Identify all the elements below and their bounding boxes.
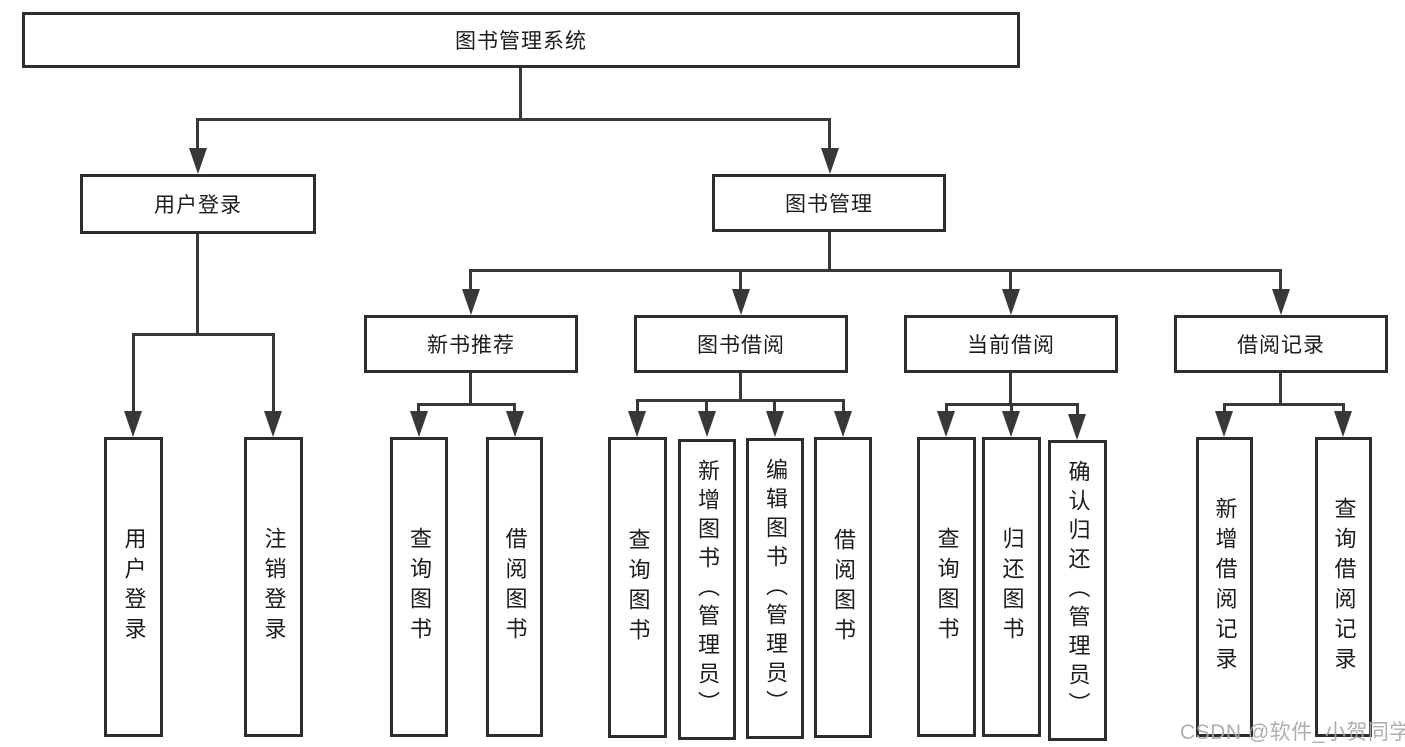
connector-root-stem: [519, 68, 522, 121]
leaf-cb-query-books-label: 查询图书: [934, 527, 960, 647]
arrow-to-borrow: [732, 289, 750, 315]
connector-nb-query-stem: [417, 403, 420, 415]
node-borrow-records-label: 借阅记录: [1237, 334, 1325, 357]
connector-cb-query-stem: [945, 403, 948, 415]
connector-br-add-stem: [1223, 403, 1226, 415]
connector-level2-rail: [196, 118, 831, 121]
leaf-cb-return-books-label: 归还图书: [999, 527, 1025, 647]
connector-borrow-down: [739, 373, 742, 402]
arrow-to-book-mgmt: [821, 148, 839, 174]
connector-user-login-down: [196, 234, 199, 336]
node-root-system: 图书管理系统: [22, 12, 1020, 68]
leaf-bb-edit-books-admin: 编辑图书（管理员）: [746, 438, 804, 739]
connector-records-rail: [1223, 403, 1344, 406]
leaf-cb-confirm-return-admin-label: 确认归还（管理员）: [1065, 460, 1091, 721]
leaf-bb-query-books-label: 查询图书: [625, 527, 651, 648]
leaf-br-query-record: 查询借阅记录: [1315, 437, 1372, 737]
connector-book-mgmt-down: [828, 232, 831, 272]
node-new-book-recommend: 新书推荐: [364, 315, 578, 373]
arrow-to-bb-borrow: [834, 411, 852, 437]
connector-leaf-user-login-stem: [132, 333, 135, 413]
leaf-cb-return-books: 归还图书: [982, 437, 1041, 737]
node-book-management-label: 图书管理: [785, 193, 873, 216]
leaf-logout-label: 注销登录: [261, 527, 287, 647]
arrow-to-leaf-logout: [264, 411, 282, 437]
connector-user-login-rail: [132, 333, 275, 336]
connector-bb-query-stem: [636, 399, 639, 413]
arrow-to-br-add: [1215, 411, 1233, 437]
connector-cb-confirm-stem: [1076, 403, 1079, 417]
leaf-br-query-record-label: 查询借阅记录: [1331, 497, 1357, 677]
connector-records-stem: [1279, 269, 1282, 295]
leaf-user-login: 用户登录: [104, 437, 163, 737]
arrow-to-user-login: [189, 148, 207, 174]
connector-current-stem: [1009, 269, 1012, 295]
arrow-to-cb-query: [937, 411, 955, 437]
leaf-cb-query-books: 查询图书: [917, 437, 976, 737]
arrow-to-br-query: [1334, 411, 1352, 437]
connector-book-mgmt-stem: [828, 118, 831, 152]
connector-current-down: [1009, 373, 1012, 406]
leaf-logout: 注销登录: [244, 437, 303, 737]
leaf-user-login-label: 用户登录: [121, 527, 147, 647]
connector-leaf-logout-stem: [272, 333, 275, 413]
node-user-login-label: 用户登录: [154, 194, 242, 217]
connector-cb-return-stem: [1010, 403, 1013, 415]
connector-bb-edit-stem: [773, 399, 776, 413]
node-current-borrow: 当前借阅: [904, 315, 1118, 373]
node-book-borrow: 图书借阅: [634, 315, 848, 373]
connector-bb-borrow-stem: [842, 399, 845, 413]
leaf-bb-add-books-admin: 新增图书（管理员）: [678, 439, 736, 740]
leaf-cb-confirm-return-admin: 确认归还（管理员）: [1048, 440, 1107, 741]
leaf-bb-borrow-books: 借阅图书: [814, 437, 872, 738]
leaf-nb-query-books-label: 查询图书: [407, 527, 432, 647]
arrow-to-newbook: [462, 289, 480, 315]
connector-br-query-stem: [1342, 403, 1345, 415]
node-root-label: 图书管理系统: [455, 30, 587, 53]
arrow-to-bb-query: [628, 411, 646, 437]
arrow-to-bb-add: [698, 411, 716, 437]
arrow-to-cb-return: [1002, 411, 1020, 437]
csdn-watermark: CSDN @软件_小贺同学: [1180, 721, 1405, 744]
connector-borrow-stem: [739, 269, 742, 295]
node-borrow-records: 借阅记录: [1174, 315, 1388, 373]
arrow-to-current: [1002, 289, 1020, 315]
connector-nb-borrow-stem: [513, 403, 516, 415]
leaf-br-add-record-label: 新增借阅记录: [1212, 497, 1238, 677]
arrow-to-bb-edit: [766, 411, 784, 437]
arrow-to-nb-query: [410, 411, 428, 437]
connector-newbook-down: [469, 373, 472, 406]
leaf-bb-edit-books-admin-label: 编辑图书（管理员）: [763, 458, 788, 719]
leaf-bb-add-books-admin-label: 新增图书（管理员）: [695, 459, 720, 720]
leaf-bb-query-books: 查询图书: [608, 437, 667, 738]
connector-borrow-rail: [636, 399, 845, 402]
leaf-nb-query-books: 查询图书: [390, 437, 448, 737]
connector-newbook-stem: [469, 269, 472, 295]
arrow-to-nb-borrow: [506, 411, 524, 437]
connector-level3-rail: [470, 269, 1282, 272]
arrow-to-leaf-user-login: [124, 411, 142, 437]
connector-newbook-rail: [418, 403, 516, 406]
connector-user-login-stem: [196, 118, 199, 152]
node-book-borrow-label: 图书借阅: [697, 334, 785, 357]
leaf-nb-borrow-books: 借阅图书: [486, 437, 543, 737]
node-current-borrow-label: 当前借阅: [967, 334, 1055, 357]
leaf-br-add-record: 新增借阅记录: [1196, 437, 1253, 737]
node-user-login: 用户登录: [80, 174, 316, 234]
node-book-management: 图书管理: [712, 174, 946, 232]
leaf-bb-borrow-books-label: 借阅图书: [831, 527, 856, 648]
connector-bb-add-stem: [705, 399, 708, 413]
connector-records-down: [1279, 373, 1282, 406]
arrow-to-cb-confirm: [1068, 414, 1086, 440]
node-new-book-recommend-label: 新书推荐: [427, 334, 515, 357]
leaf-nb-borrow-books-label: 借阅图书: [502, 527, 528, 647]
arrow-to-records: [1272, 289, 1290, 315]
